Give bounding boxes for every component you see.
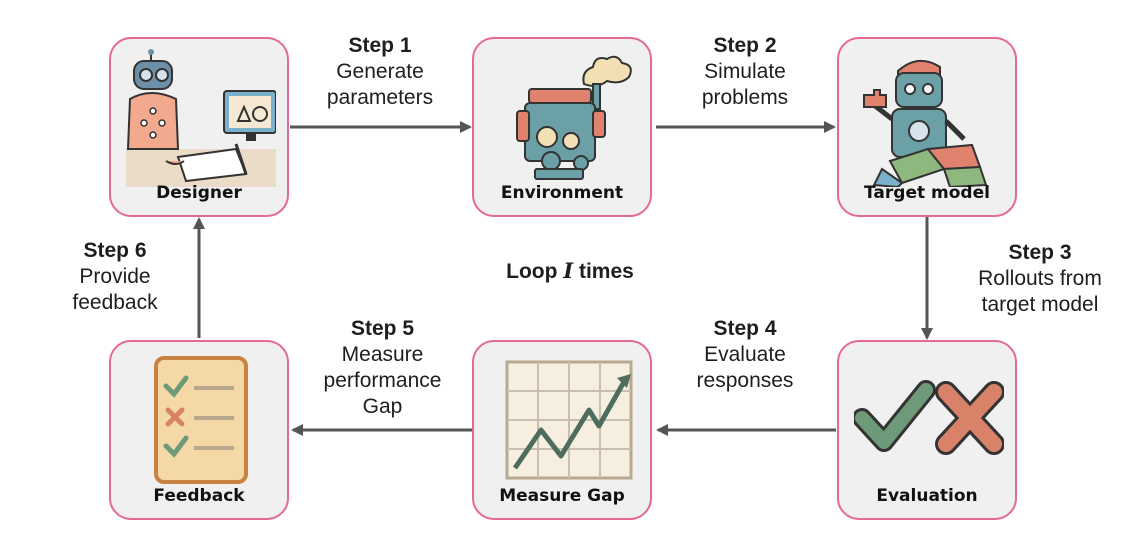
node-designer: Designer [109, 37, 289, 217]
step-desc: performance [323, 369, 442, 392]
step-title: Step 4 [713, 317, 777, 340]
step-title: Step 3 [1008, 241, 1072, 264]
loop-variable: I [563, 258, 574, 283]
engine-illustration [516, 55, 632, 180]
step-6-label: Step 6 Provide feedback [40, 238, 190, 316]
designer-robot-illustration [126, 49, 276, 187]
node-label: Measure Gap [499, 486, 625, 506]
step-desc: Gap [362, 395, 403, 418]
step-title: Step 1 [348, 34, 412, 57]
step-3-label: Step 3 Rollouts from target model [945, 240, 1135, 318]
step-desc: Generate [336, 60, 424, 83]
node-feedback: Feedback [109, 340, 289, 520]
cross-icon [938, 384, 1002, 452]
chart-illustration [505, 360, 633, 480]
trend-line [512, 378, 628, 470]
node-label: Evaluation [876, 486, 978, 506]
step-5-label: Step 5 Measure performance Gap [300, 316, 465, 420]
check-icon [163, 375, 189, 398]
check-icon [855, 383, 933, 449]
robot-puzzle-illustration [863, 60, 988, 187]
node-label: Designer [156, 183, 242, 203]
step-1-label: Step 1 Generate parameters [300, 33, 460, 111]
loop-caption: Loop I times [450, 258, 690, 284]
step-desc: Rollouts from [978, 267, 1102, 290]
loop-prefix: Loop [506, 260, 558, 283]
evaluation-illustration [854, 380, 1004, 455]
step-desc: parameters [326, 86, 434, 109]
step-4-label: Step 4 Evaluate responses [665, 316, 825, 394]
step-desc: problems [701, 86, 789, 109]
step-desc: target model [981, 293, 1099, 316]
step-desc: Evaluate [704, 343, 786, 366]
node-label: Environment [500, 183, 624, 203]
check-icon [163, 435, 189, 458]
step-desc: responses [696, 369, 794, 392]
loop-suffix: times [578, 260, 634, 283]
node-label: Feedback [153, 486, 245, 506]
step-desc: Measure [341, 343, 424, 366]
step-desc: feedback [72, 291, 158, 314]
step-title: Step 5 [350, 317, 415, 340]
node-measure-gap: Measure Gap [472, 340, 652, 520]
step-desc: Simulate [704, 60, 786, 83]
checklist-illustration [154, 356, 248, 484]
cross-icon [165, 407, 185, 427]
node-target-model: Target model [837, 37, 1017, 217]
step-2-label: Step 2 Simulate problems [665, 33, 825, 111]
step-title: Step 2 [713, 34, 777, 57]
node-evaluation: Evaluation [837, 340, 1017, 520]
step-title: Step 6 [83, 239, 147, 262]
node-environment: Environment [472, 37, 652, 217]
node-label: Target model [864, 183, 990, 203]
step-desc: Provide [79, 265, 151, 288]
